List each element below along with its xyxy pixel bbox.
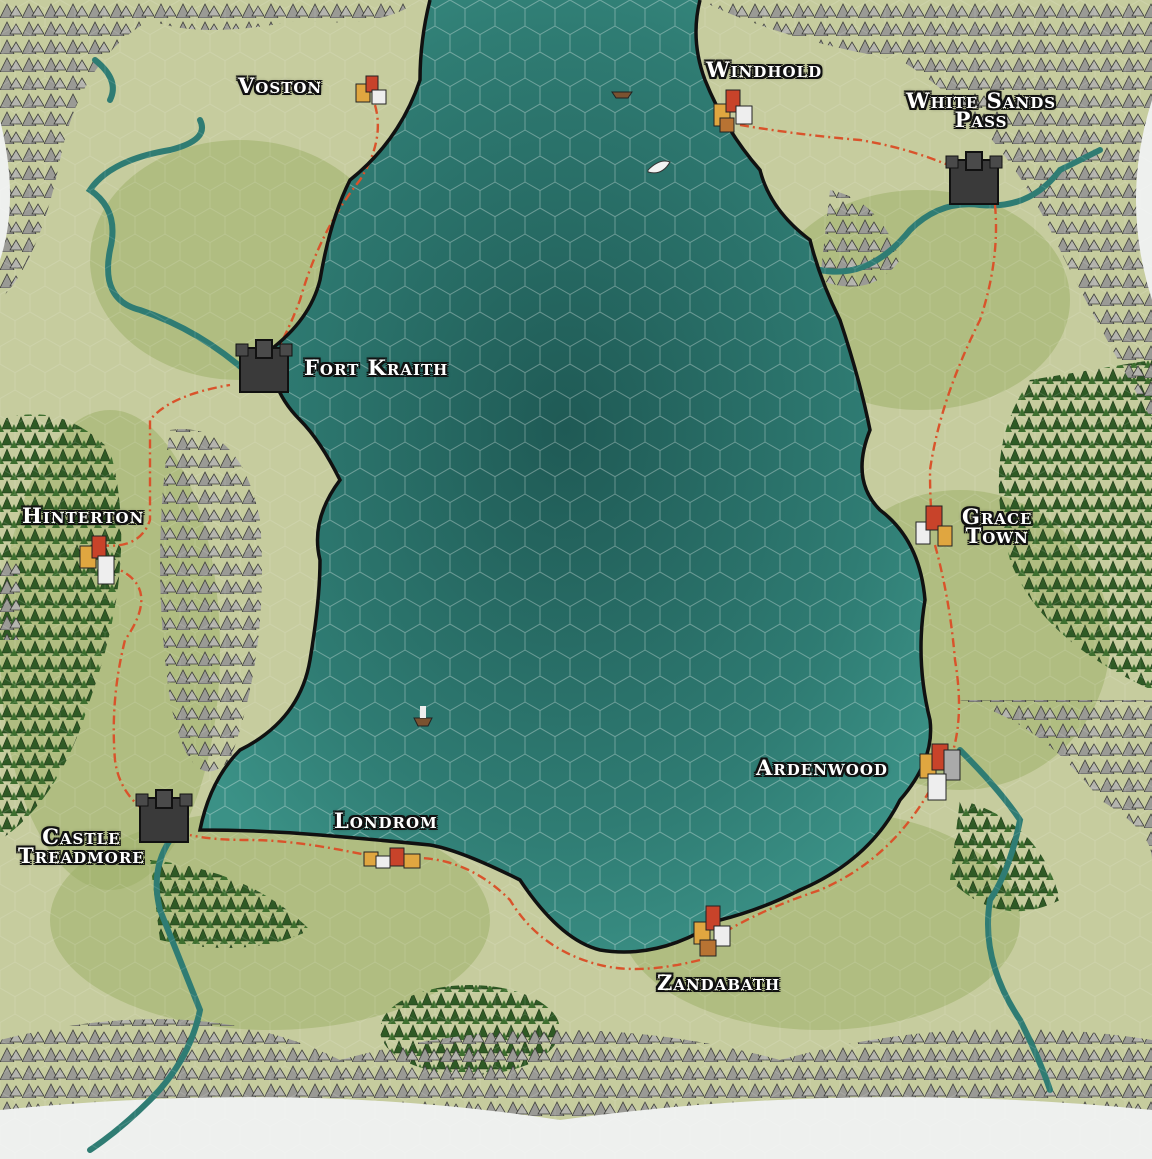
castle-icon-white-sands-pass[interactable] [945,151,1003,205]
label-fort-kraith[interactable]: Fort Kraith [304,355,449,380]
roads [99,104,998,971]
settlement-icons [79,75,1003,957]
town-icon-londrom[interactable] [363,847,421,869]
label-windhold[interactable]: Windhold [706,57,823,82]
castle-icon-fort-kraith[interactable] [235,339,293,393]
label-ardenwood[interactable]: Ardenwood [756,755,888,780]
castle-icon-castle-treadmore[interactable] [135,789,193,843]
label-voston[interactable]: Voston [238,73,323,98]
town-icon-hinterton[interactable] [79,535,115,585]
town-icon-zandabath[interactable] [693,905,731,957]
town-icon-grace-town[interactable] [915,505,953,547]
label-zandabath[interactable]: Zandabath [657,970,781,995]
town-icon-ardenwood[interactable] [919,743,961,801]
town-icon-voston[interactable] [355,75,387,105]
ship-icons [413,91,671,727]
label-londrom[interactable]: Londrom [334,808,438,833]
label-hinterton[interactable]: Hinterton [22,503,145,528]
town-icon-windhold[interactable] [713,89,753,133]
